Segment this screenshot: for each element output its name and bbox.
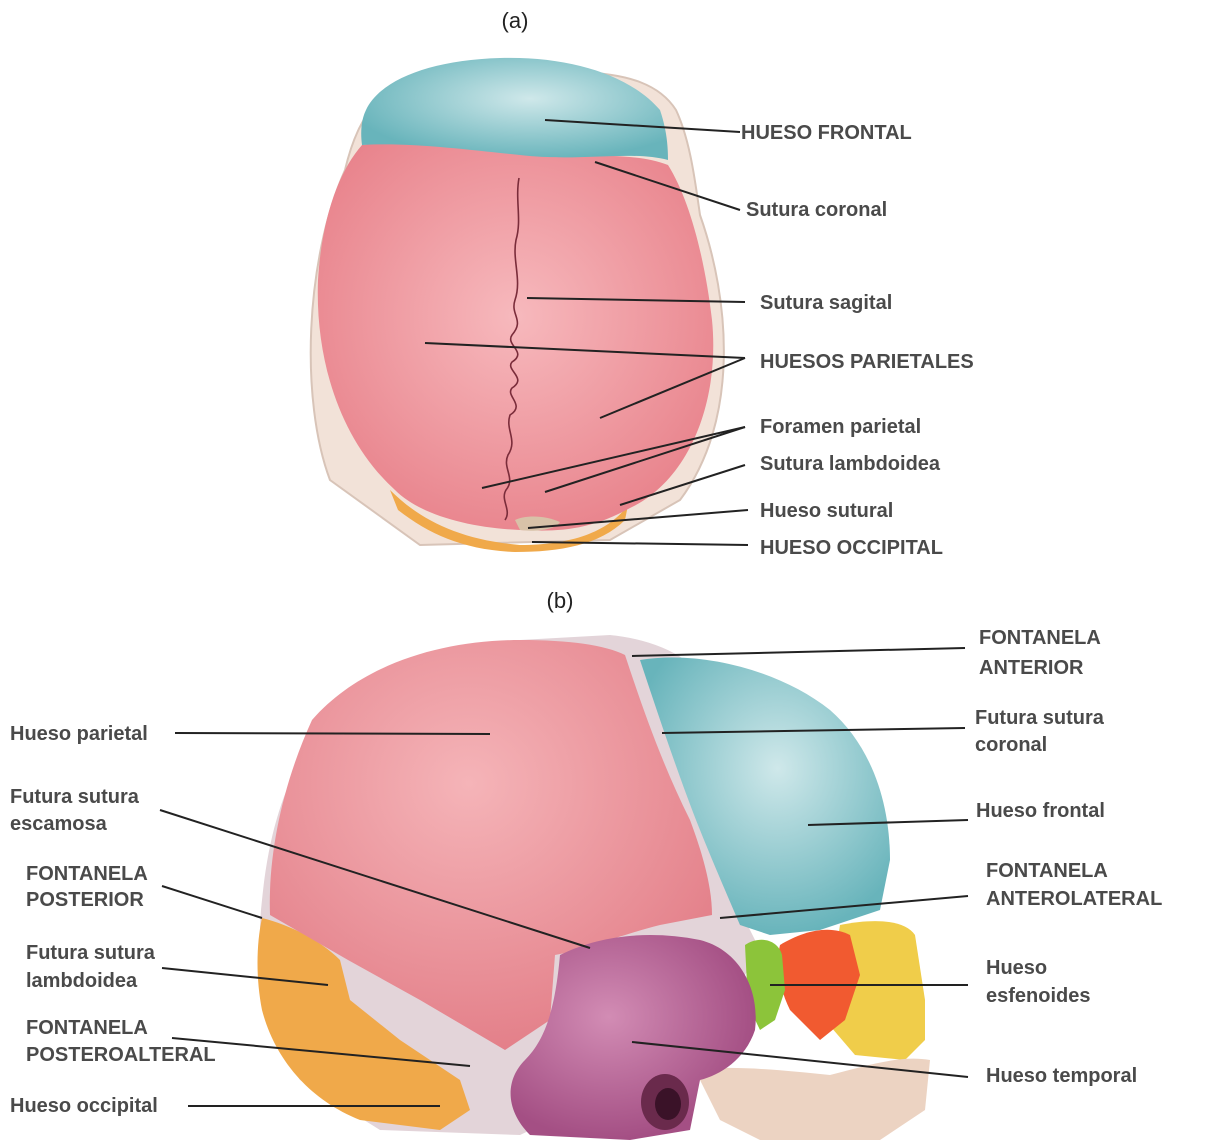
label-hueso-frontal-b: Hueso frontal (976, 800, 1105, 822)
label-sutura-lambdoidea-a: Sutura lambdoidea (760, 453, 941, 475)
label-hueso-esfenoides: Hueso (986, 957, 1047, 979)
label-sutura-coronal-a: Sutura coronal (746, 199, 887, 221)
panel-a-labels: HUESO FRONTAL Sutura coronal Sutura sagi… (741, 122, 974, 559)
skull-lateral-view (258, 635, 931, 1140)
label-hueso-sutural-a: Hueso sutural (760, 500, 893, 522)
label-fontanela-posterior: FONTANELA (26, 863, 148, 885)
label-futura-sutura-lambdoidea-2: lambdoidea (26, 970, 138, 992)
label-hueso-parietal: Hueso parietal (10, 723, 148, 745)
label-futura-sutura-escamosa-2: escamosa (10, 813, 108, 835)
skull-top-view (311, 58, 724, 552)
label-hueso-frontal-a: HUESO FRONTAL (741, 122, 912, 144)
label-hueso-esfenoides-2: esfenoides (986, 985, 1090, 1007)
label-foramen-parietal-a: Foramen parietal (760, 416, 921, 438)
label-fontanela-anterolateral: FONTANELA (986, 860, 1108, 882)
label-hueso-occipital-b: Hueso occipital (10, 1095, 158, 1117)
label-futura-sutura-coronal: Futura sutura (975, 707, 1105, 729)
label-huesos-parietales-a: HUESOS PARIETALES (760, 351, 974, 373)
label-hueso-occipital-a: HUESO OCCIPITAL (760, 537, 943, 559)
label-fontanela-anterior: FONTANELA (979, 627, 1101, 649)
panel-a-caption: (a) (502, 8, 529, 33)
label-futura-sutura-coronal-2: coronal (975, 734, 1047, 756)
mandible-bone (695, 1059, 930, 1140)
label-fontanela-posterior-2: POSTERIOR (26, 889, 144, 911)
label-sutura-sagital-a: Sutura sagital (760, 292, 892, 314)
label-hueso-temporal: Hueso temporal (986, 1065, 1137, 1087)
panel-b-caption: (b) (547, 588, 574, 613)
label-fontanela-anterolateral-2: ANTEROLATERAL (986, 888, 1162, 910)
frontal-bone-top (361, 58, 668, 160)
label-futura-sutura-lambdoidea: Futura sutura (26, 942, 156, 964)
label-fontanela-anterior-2: ANTERIOR (979, 657, 1084, 679)
ear-canal-inner (655, 1088, 681, 1120)
label-futura-sutura-escamosa: Futura sutura (10, 786, 140, 808)
label-fontanela-posteroalteral: FONTANELA (26, 1017, 148, 1039)
label-fontanela-posteroalteral-2: POSTEROALTERAL (26, 1044, 216, 1066)
